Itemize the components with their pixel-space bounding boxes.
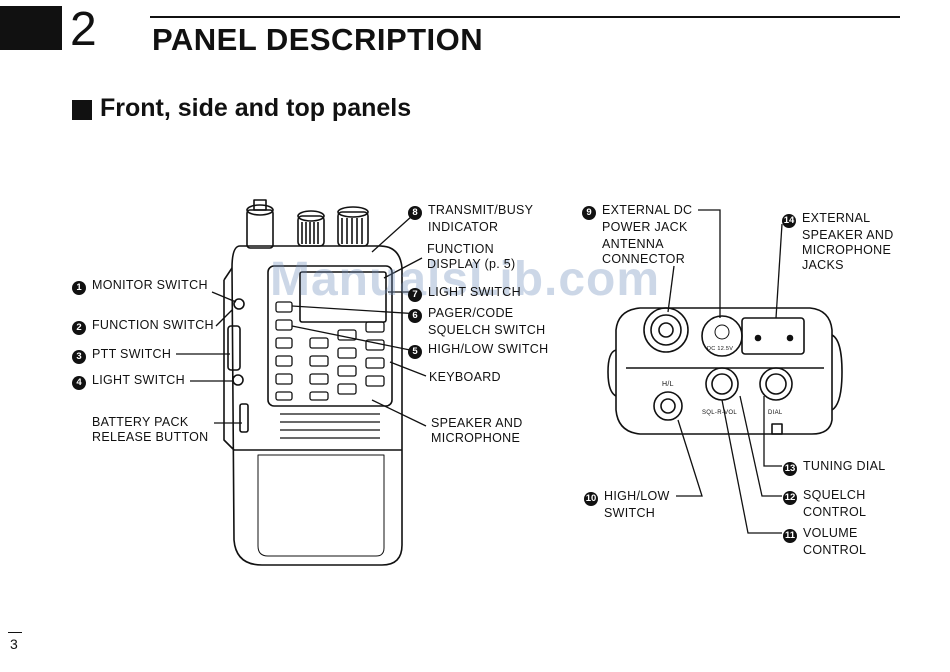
page-number-rule (8, 632, 22, 633)
radio-top-panel-view (607, 307, 843, 435)
chapter-rule (150, 16, 900, 18)
chapter-title: PANEL DESCRIPTION (152, 22, 484, 57)
chapter-number: 2 (70, 3, 97, 56)
callout-number: 6 (408, 309, 422, 323)
callout-number: 11 (783, 529, 797, 543)
mark-dc: DC 12.5V (707, 346, 734, 352)
callout-number: 1 (72, 281, 86, 295)
mark-sql-vol: SQL-R-VOL (702, 410, 738, 416)
callout-number: 9 (582, 206, 596, 220)
section-title: Front, side and top panels (100, 94, 412, 122)
callout-number: 14 (782, 214, 796, 228)
section-bullet (72, 100, 92, 120)
radio-front-view (223, 199, 403, 566)
callout-number: 7 (408, 288, 422, 302)
callout-number: 2 (72, 321, 86, 335)
callout-number: 12 (783, 491, 797, 505)
label-keyboard: KEYBOARD (429, 370, 501, 384)
leader-lines (176, 209, 783, 534)
callout-number: 10 (584, 492, 598, 506)
mark-dial: DIAL (768, 410, 783, 416)
callout-number: 5 (408, 345, 422, 359)
callout-number: 4 (72, 376, 86, 390)
chapter-marker-block (0, 6, 62, 50)
page-number: 3 (10, 636, 18, 652)
mark-hl: H/L (662, 381, 674, 388)
callout-number: 8 (408, 206, 422, 220)
callout-number: 13 (783, 462, 797, 476)
watermark: ManualsLib.com (270, 253, 661, 306)
callout-number: 3 (72, 350, 86, 364)
